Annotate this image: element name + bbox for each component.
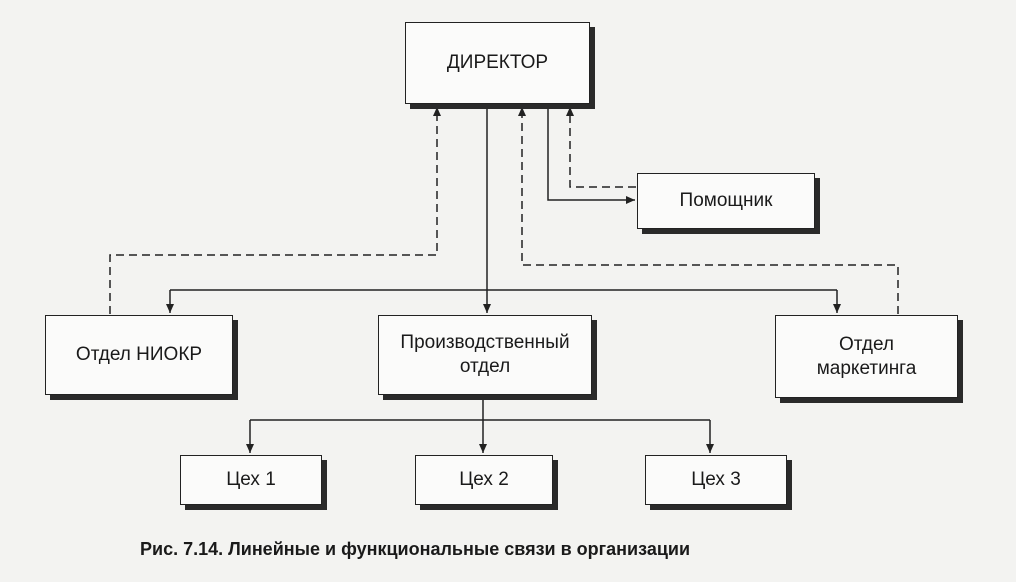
shop3-label: Цех 3	[691, 469, 741, 491]
assistant-functional-link	[566, 107, 636, 188]
shop1-box: Цех 1	[180, 455, 322, 505]
marketing-box: Отдел маркетинга	[775, 315, 958, 398]
rnd-box: Отдел НИОКР	[45, 315, 233, 395]
director-box: ДИРЕКТОР	[405, 22, 590, 104]
assistant-box: Помощник	[637, 173, 815, 229]
assistant-label: Помощник	[679, 190, 773, 212]
marketing-functional-link	[518, 107, 899, 314]
rnd-functional-link	[109, 107, 441, 314]
production-box: Производственный отдел	[378, 315, 592, 395]
director-label: ДИРЕКТОР	[446, 52, 549, 74]
shop2-box: Цех 2	[415, 455, 553, 505]
marketing-label: Отдел маркетинга	[816, 333, 917, 379]
rnd-label: Отдел НИОКР	[75, 344, 203, 366]
shop3-box: Цех 3	[645, 455, 787, 505]
shop1-label: Цех 1	[226, 469, 276, 491]
director-to-assistant-line	[547, 104, 635, 204]
production-label: Производственный отдел	[400, 332, 570, 377]
figure-caption: Рис. 7.14. Линейные и функциональные свя…	[140, 539, 691, 559]
shop2-label: Цех 2	[459, 469, 509, 491]
